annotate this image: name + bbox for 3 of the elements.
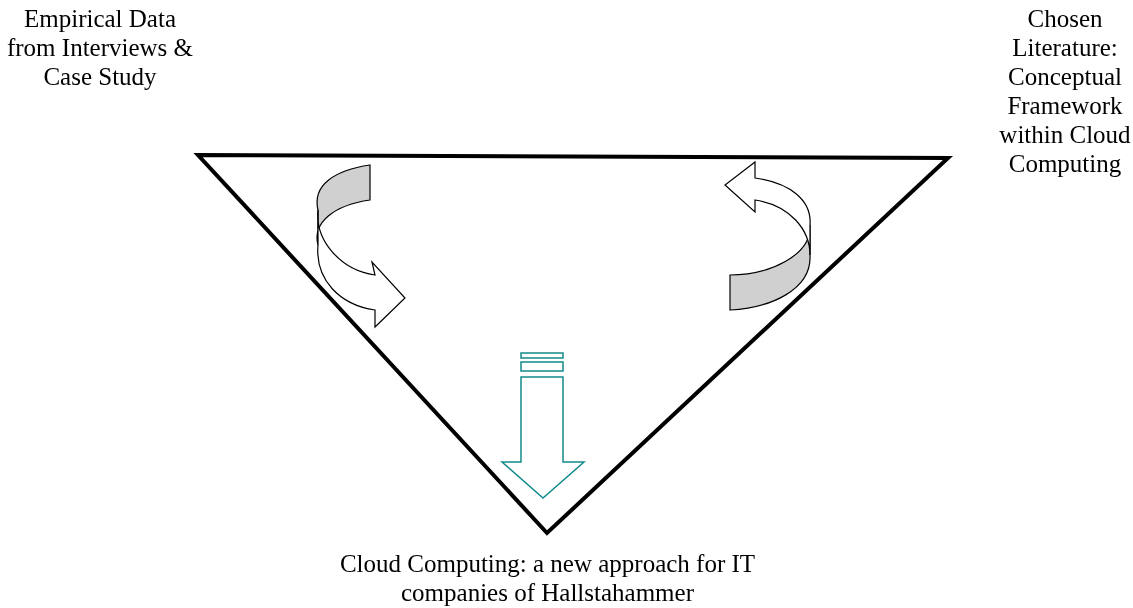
corner-label: Chosen Literature: Conceptual Framework within Cloud Computing	[998, 4, 1132, 178]
corner-label: Cloud Computing: a new approach for IT companies of Hallstahammer	[338, 549, 757, 607]
corner-label: Empirical Data from Interviews & Case Study	[5, 4, 195, 91]
